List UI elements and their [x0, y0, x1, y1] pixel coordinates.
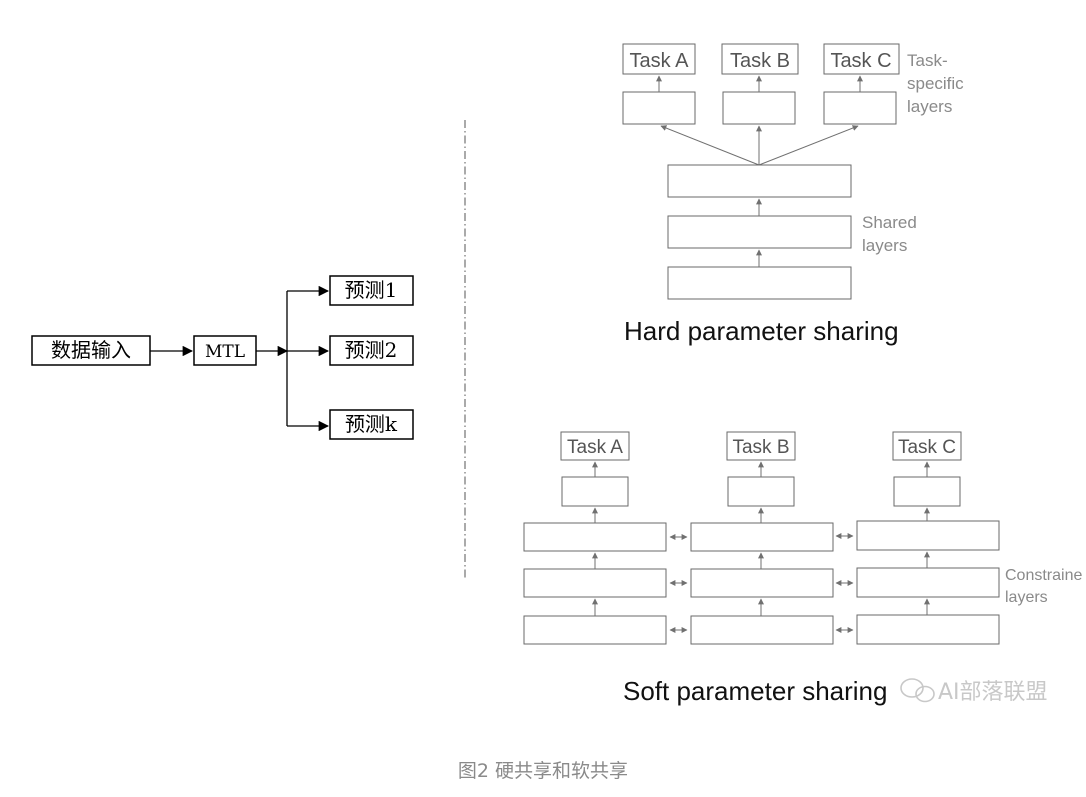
hard-task-c-box: [823, 43, 900, 75]
task-specific-note-line-2: specific: [907, 74, 964, 93]
soft-layer-a-2: [523, 568, 667, 598]
output-box-2: [329, 335, 414, 366]
figure-caption: 图2 硬共享和软共享: [457, 760, 629, 782]
watermark-text: AI部落联盟: [938, 680, 1048, 705]
hard-specific-layer-a: [622, 91, 696, 125]
input-label: 数据输入: [51, 338, 131, 362]
watermark: AI部落联盟: [900, 678, 1048, 705]
wechat-icon: [900, 678, 935, 703]
task-specific-note-line-1: Task-: [907, 51, 948, 70]
hard-task-a-label: Task A: [630, 50, 690, 72]
input-box: [31, 335, 151, 366]
hard-sharing-diagram: Task A Task B Task C Task- specific laye…: [622, 43, 964, 346]
hard-task-c-label: Task C: [830, 50, 891, 72]
soft-specific-layer-b: [727, 476, 795, 507]
soft-specific-layer-c: [893, 476, 961, 507]
hard-shared-layer-2: [667, 215, 852, 249]
soft-task-b-label: Task B: [732, 437, 789, 458]
shared-note-line-1: Shared: [862, 213, 917, 232]
soft-layer-b-2: [690, 568, 834, 598]
constrained-note-line-2: layers: [1005, 589, 1048, 606]
mtl-label: MTL: [205, 342, 245, 362]
hard-sharing-title: Hard parameter sharing: [624, 316, 899, 346]
hard-shared-layer-1: [667, 164, 852, 198]
hard-fan-arrow-a: [660, 125, 760, 166]
hard-specific-layer-b: [722, 91, 796, 125]
soft-task-b-box: [726, 431, 796, 461]
soft-sharing-diagram: Task A Task B Task C: [523, 431, 1082, 706]
soft-layer-c-3: [856, 614, 1000, 645]
soft-layer-a-1: [523, 522, 667, 552]
hard-shared-layer-3: [667, 266, 852, 300]
constrained-note-line-1: Constraine: [1005, 567, 1082, 584]
hard-task-b-box: [721, 43, 799, 75]
soft-layer-b-3: [690, 615, 834, 645]
soft-layer-b-1: [690, 522, 834, 552]
hard-specific-layer-c: [823, 91, 897, 125]
soft-layer-c-2: [856, 567, 1000, 598]
soft-specific-layer-a: [561, 476, 629, 507]
mtl-box: [193, 335, 257, 366]
soft-sharing-title: Soft parameter sharing: [623, 676, 887, 706]
hard-task-a-box: [622, 43, 696, 75]
shared-note-line-2: layers: [862, 236, 907, 255]
soft-layer-a-3: [523, 615, 667, 645]
output-box-k: [329, 409, 414, 440]
soft-layer-c-1: [856, 520, 1000, 551]
output-label-1: 预测1: [345, 278, 398, 302]
hard-task-b-label: Task B: [730, 50, 790, 72]
output-label-2: 预测2: [345, 338, 398, 362]
mtl-flow-diagram: 数据输入 MTL 预测1 预测2 预测k: [31, 275, 414, 440]
hard-fan-arrow-c: [758, 125, 859, 166]
soft-task-a-box: [560, 431, 630, 461]
soft-task-c-box: [892, 431, 962, 461]
output-label-k: 预测k: [345, 412, 398, 436]
soft-task-a-label: Task A: [567, 437, 623, 458]
output-box-1: [329, 275, 414, 306]
task-specific-note-line-3: layers: [907, 97, 952, 116]
soft-task-c-label: Task C: [898, 437, 956, 458]
